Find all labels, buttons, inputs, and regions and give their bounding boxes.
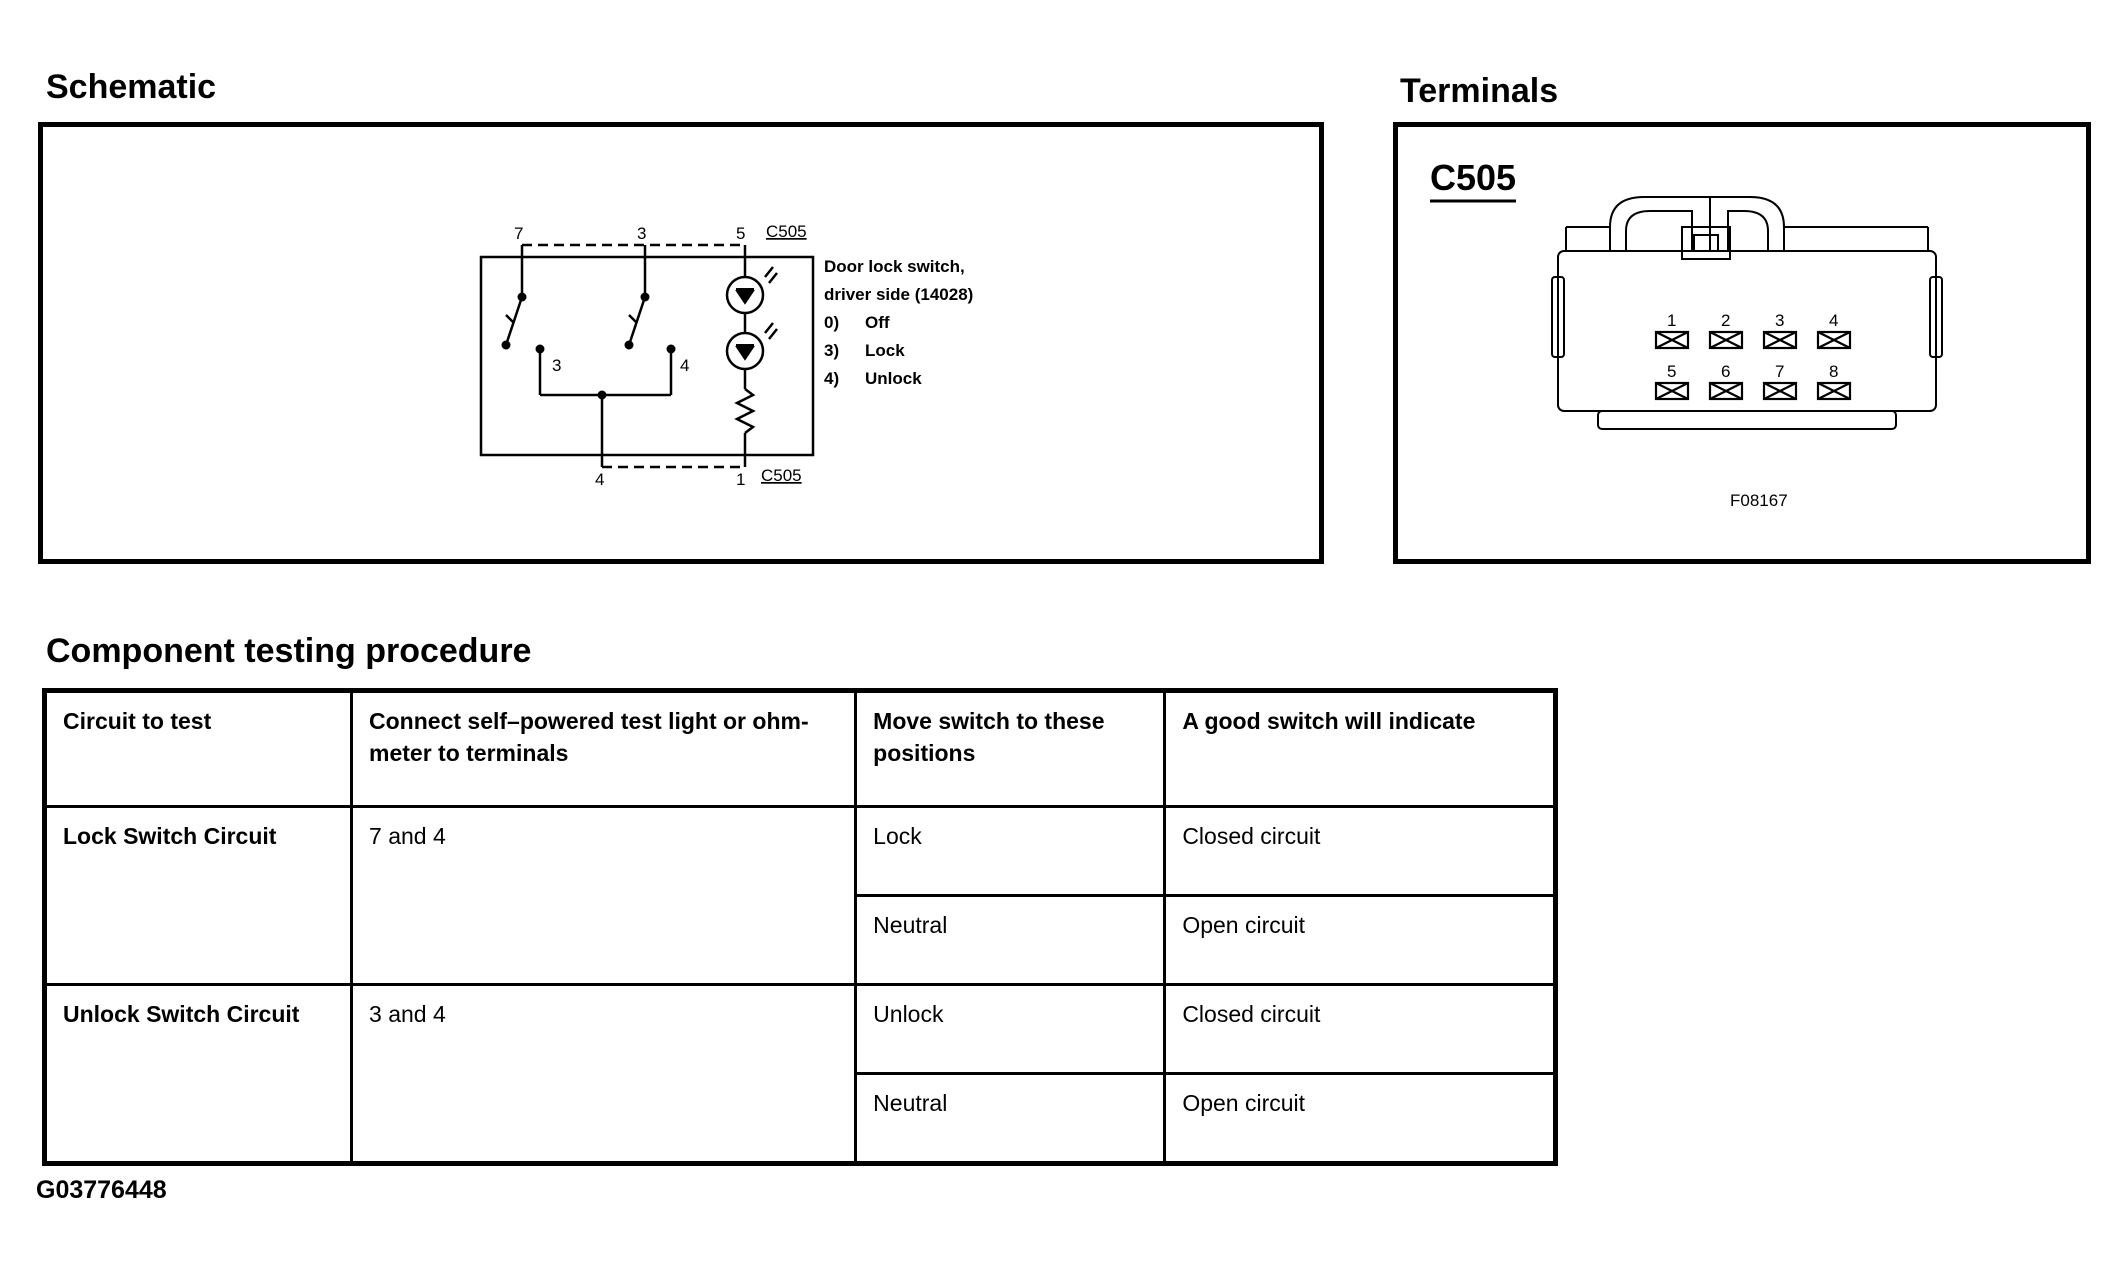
indication-cell: Closed circuit <box>1163 983 1557 1075</box>
connector-title: C505 <box>1430 157 1516 198</box>
terminal-pin-5: 5 <box>1667 362 1676 381</box>
legend-line-2: driver side (14028) <box>824 285 973 304</box>
switch-body <box>479 255 815 457</box>
legend-lock-key: 3) <box>824 341 839 360</box>
table-header-row: Circuit to test Connect self–powered tes… <box>42 689 1557 808</box>
header-indication: A good switch will indicate <box>1163 689 1557 808</box>
indication-cell: Open circuit <box>1163 894 1557 986</box>
schematic-diagram: 7 3 5 3 4 4 1 C505 C505 Door lock switch… <box>479 222 973 489</box>
connector-label-top: C505 <box>766 222 807 241</box>
terminal-pin-3: 3 <box>1775 311 1784 330</box>
figure-id: F08167 <box>1730 491 1788 510</box>
indication-cell: Closed circuit <box>1163 805 1557 897</box>
connector-diagram: C505 <box>1430 157 1943 510</box>
legend-unlock-key: 4) <box>824 369 839 388</box>
terminals-panel: C505 <box>1393 122 2091 564</box>
pin-label-7: 7 <box>514 224 523 243</box>
terminal-pin-2: 2 <box>1721 311 1730 330</box>
terminal-pin-4: 4 <box>1829 311 1838 330</box>
terminal-pin-8: 8 <box>1829 362 1838 381</box>
connector-label-bottom: C505 <box>761 466 802 485</box>
procedure-heading: Component testing procedure <box>46 632 532 670</box>
pin-label-4-bottom: 4 <box>595 470 604 489</box>
legend-off-value: Off <box>865 313 890 332</box>
connector-housing <box>1557 250 1937 412</box>
pin-cavities <box>1654 330 1852 401</box>
contact-label-4: 4 <box>680 356 689 375</box>
terminals-cell: 3 and 4 <box>350 983 858 1165</box>
header-terminals: Connect self–powered test light or ohm-m… <box>350 689 858 808</box>
schematic-heading: Schematic <box>46 68 217 106</box>
pin-label-3: 3 <box>637 224 646 243</box>
procedure-table: Circuit to test Connect self–powered tes… <box>42 688 1558 1166</box>
table-row: Neutral Open circuit <box>45 894 1557 986</box>
legend-off-key: 0) <box>824 313 839 332</box>
pin-label-5: 5 <box>736 224 745 243</box>
legend-lock-value: Lock <box>865 341 905 360</box>
table-row: Neutral Open circuit <box>45 1072 1557 1165</box>
terminal-pin-6: 6 <box>1721 362 1730 381</box>
indication-cell: Open circuit <box>1163 1072 1557 1165</box>
position-cell: Lock <box>854 805 1167 897</box>
legend-line-1: Door lock switch, <box>824 257 965 276</box>
schematic-panel: 7 3 5 3 4 4 1 C505 C505 Door lock switch… <box>38 122 1324 564</box>
legend-unlock-value: Unlock <box>865 369 922 388</box>
table-row: Unlock Switch Circuit 3 and 4 Unlock Clo… <box>42 983 1557 1165</box>
position-cell: Unlock <box>854 983 1167 1075</box>
circuit-cell: Lock Switch Circuit <box>42 805 354 986</box>
terminal-pin-7: 7 <box>1775 362 1784 381</box>
position-cell: Neutral <box>854 894 1167 986</box>
terminal-pin-1: 1 <box>1667 311 1676 330</box>
header-positions: Move switch to these positions <box>854 689 1167 808</box>
contact-label-3: 3 <box>552 356 561 375</box>
document-id: G03776448 <box>36 1176 167 1204</box>
terminals-cell: 7 and 4 <box>350 805 858 986</box>
pin-label-1-bottom: 1 <box>736 470 745 489</box>
position-cell: Neutral <box>854 1072 1167 1165</box>
header-circuit: Circuit to test <box>42 689 354 808</box>
circuit-cell: Unlock Switch Circuit <box>42 983 354 1165</box>
table-row: Lock Switch Circuit 7 and 4 Lock Closed … <box>42 805 1557 986</box>
terminals-heading: Terminals <box>1400 72 1559 110</box>
